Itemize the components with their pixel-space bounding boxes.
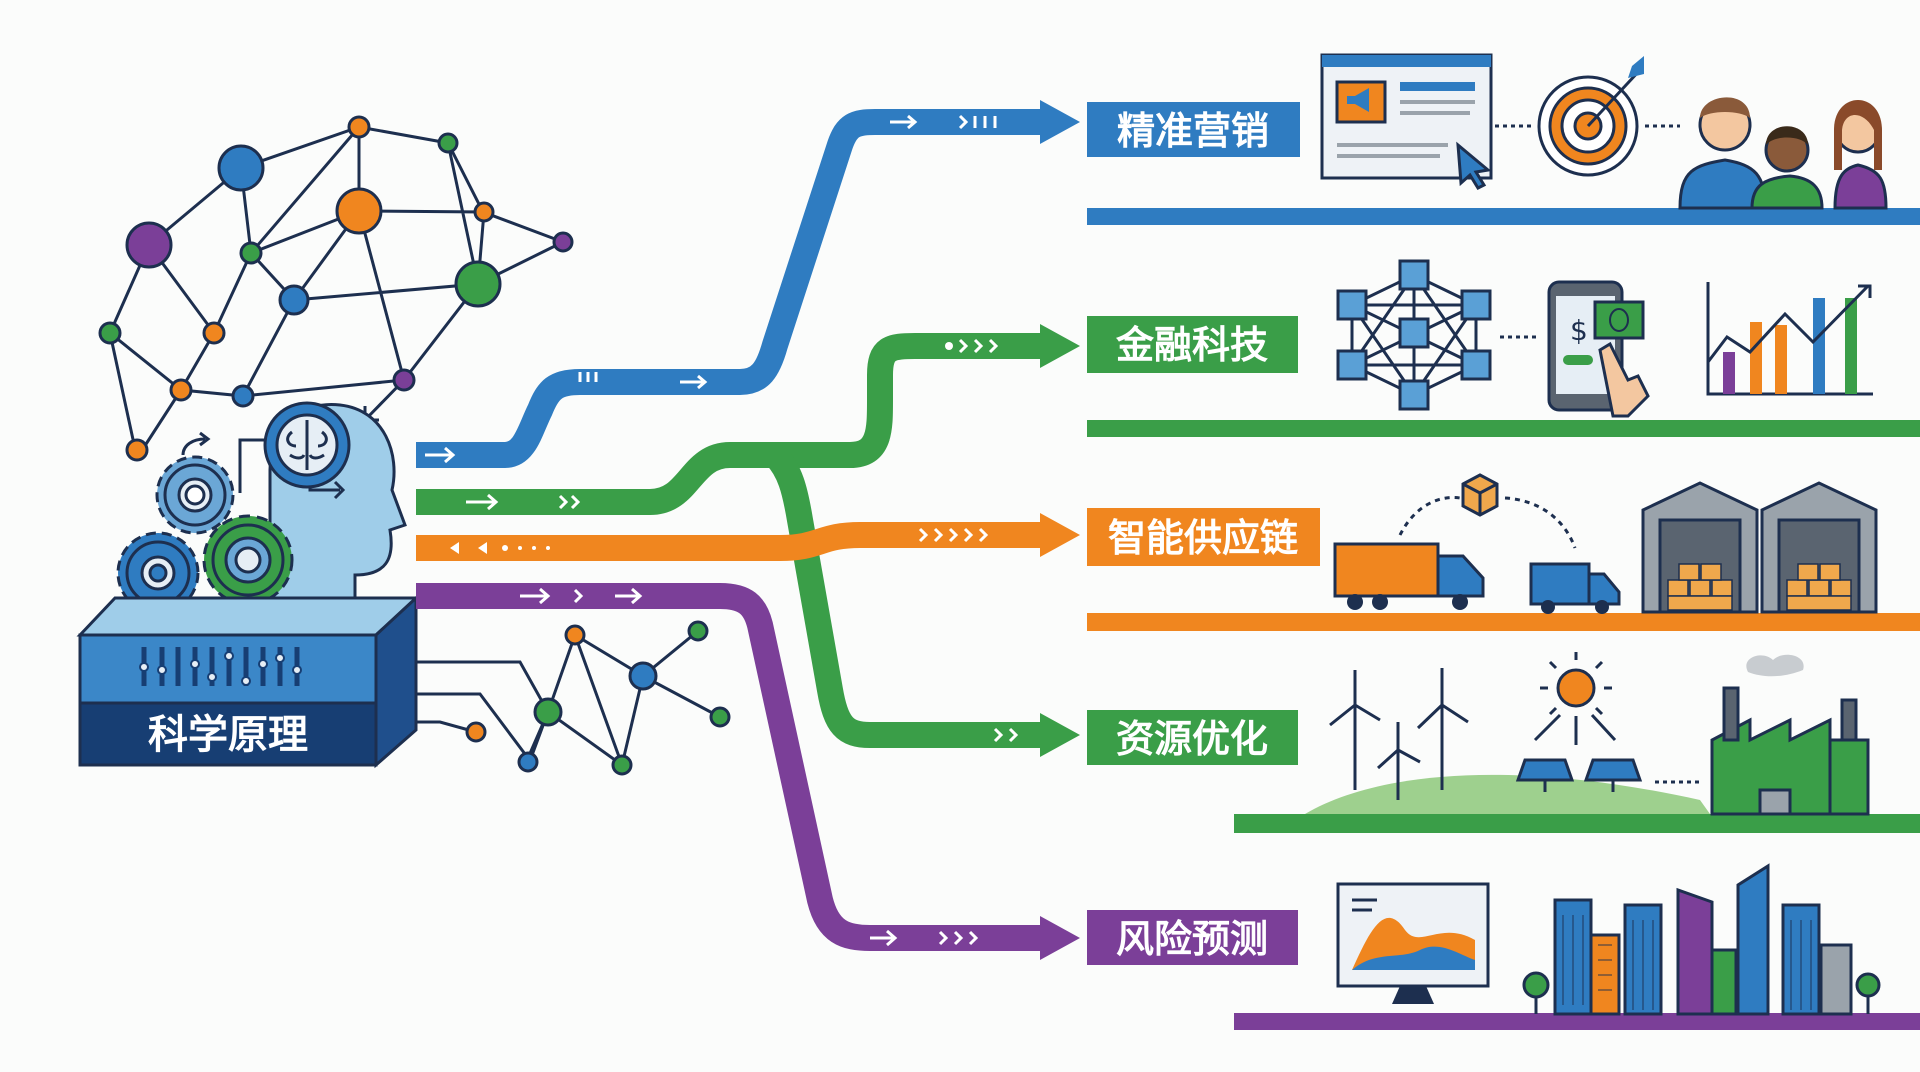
- arrowheads: [1040, 100, 1080, 960]
- arrow-risk: [416, 583, 1045, 951]
- label-fintech: 金融科技: [1115, 323, 1268, 367]
- browser-ad-icon: [1320, 53, 1493, 190]
- arrow-supply-chain: [416, 522, 1045, 561]
- mobile-payment-icon: $: [1547, 280, 1650, 418]
- warehouse-icon: [1641, 481, 1878, 614]
- data-network-icon: [416, 620, 731, 776]
- hill: [1305, 774, 1710, 814]
- wind-turbine-icon: [1329, 668, 1469, 800]
- branch-marketing: 精准营销: [1087, 102, 1920, 225]
- people-icon: [1678, 97, 1888, 210]
- city-skyline-icon: [1522, 863, 1881, 1016]
- target-icon: [1537, 56, 1644, 177]
- bar-chart-icon: [1706, 282, 1873, 396]
- branch-resources: 资源优化: [1087, 710, 1920, 833]
- flow-arrows: [416, 109, 1045, 951]
- label-resource-optimization: 资源优化: [1116, 717, 1268, 761]
- arrow-resources: [765, 445, 1045, 748]
- flow-direction-marks: [425, 114, 1019, 947]
- factory-icon: [1710, 654, 1870, 816]
- arrow-fintech: [416, 333, 1045, 515]
- label-precision-marketing: 精准营销: [1117, 109, 1269, 153]
- sun-icon: [1533, 652, 1617, 745]
- blockchain-icon: [1336, 259, 1492, 411]
- flow-dots: [450, 342, 953, 554]
- monitor-chart-icon: [1336, 882, 1490, 1004]
- label-smart-supply-chain: 智能供应链: [1108, 516, 1298, 560]
- branch-supply-chain: 智能供应链: [1087, 508, 1920, 631]
- gear-icon: [116, 431, 294, 615]
- label-risk-prediction: 风险预测: [1116, 917, 1268, 961]
- branch-risk: 风险预测: [1087, 910, 1920, 1030]
- dollar-sign: $: [1570, 314, 1588, 347]
- truck-icon: [1333, 542, 1485, 610]
- package-icon: [1461, 473, 1499, 517]
- neural-network-icon: [98, 115, 574, 462]
- source-block: 科学原理: [76, 594, 420, 769]
- brain-head-icon: [238, 401, 407, 602]
- source-label: 科学原理: [148, 712, 308, 758]
- route-dashes: [1398, 495, 1577, 549]
- van-icon: [1529, 562, 1621, 614]
- branch-fintech: 金融科技: [1087, 316, 1920, 437]
- arrow-marketing: [416, 109, 1045, 468]
- solar-panel-icon: [1515, 758, 1643, 792]
